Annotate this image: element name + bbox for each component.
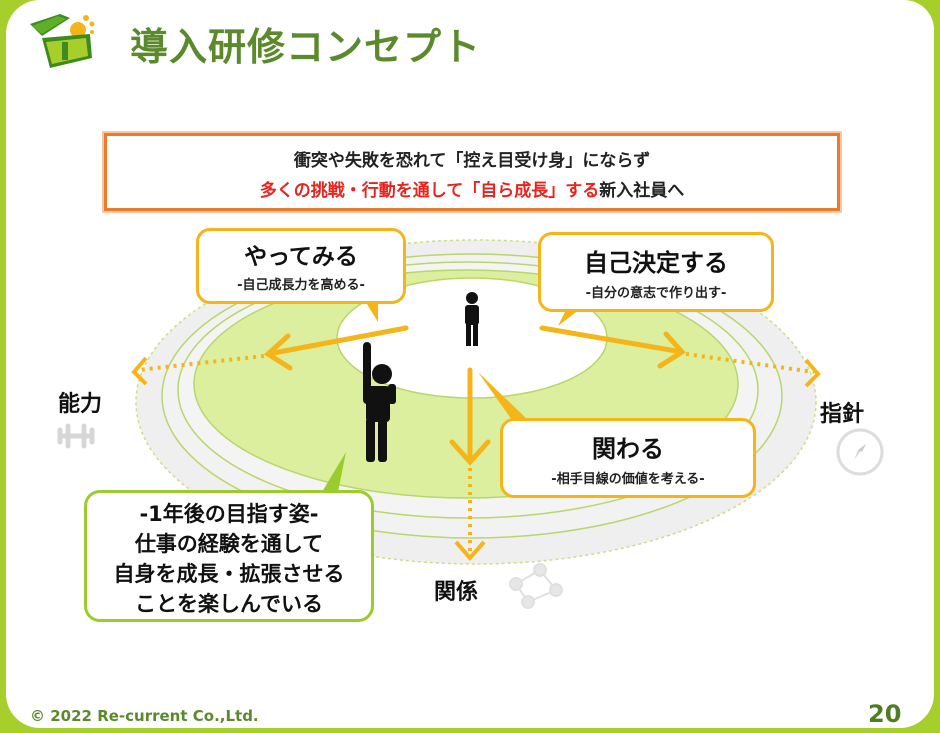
bubble-decide: 自己決定する -自分の意志で作り出す- — [538, 232, 774, 312]
bubble-relate: 関わる -相手目線の価値を考える- — [500, 418, 756, 498]
bubble-decide-heading: 自己決定する — [584, 249, 728, 277]
banner-line-1: 衝突や失敗を恐れて「控え目受け身」にならず — [293, 151, 651, 171]
goal-line-4: ことを楽しんでいる — [135, 592, 323, 616]
bubble-try-heading: やってみる — [244, 244, 358, 270]
axis-label-guideline: 指針 — [820, 402, 865, 427]
bubble-relate-heading: 関わる — [592, 435, 664, 463]
bubble-try: やってみる -自己成長力を高める- — [196, 228, 406, 304]
bubble-try-sub: -自己成長力を高める- — [237, 278, 365, 293]
bubble-relate-sub: -相手目線の価値を考える- — [551, 472, 705, 487]
page-number: 20 — [868, 700, 902, 728]
arrow-right — [539, 325, 686, 369]
arrow-left-tip — [131, 356, 148, 386]
goal-line-3: 自身を成長・拡張させる — [113, 562, 345, 586]
compass-icon — [836, 428, 884, 476]
bubble-decide-sub: -自分の意志で作り出す- — [585, 286, 727, 301]
person-raising-hand-icon — [363, 342, 396, 462]
concept-banner: 衝突や失敗を恐れて「控え目受け身」にならず 多くの挑戦・行動を通して「自ら成長」… — [104, 133, 840, 211]
banner-line-2-tail: 新入社員へ — [599, 181, 685, 201]
goal-box: -1年後の目指す姿- 仕事の経験を通して 自身を成長・拡張させる ことを楽しんで… — [84, 490, 374, 622]
network-icon — [509, 563, 563, 609]
bubble-relate-tail — [478, 372, 528, 420]
arrow-down-tip — [454, 540, 486, 562]
treasure-chest-icon — [30, 14, 95, 68]
person-small-icon — [465, 292, 479, 346]
banner-emphasis: 多くの挑戦・行動を通して「自ら成長」する — [259, 181, 600, 201]
dumbbell-icon — [57, 423, 95, 449]
arrow-right-dotted — [685, 352, 815, 374]
axis-label-ability: 能力 — [58, 392, 103, 417]
axis-label-relation: 関係 — [434, 580, 479, 605]
arrow-left — [263, 325, 409, 371]
banner-line-2: 多くの挑戦・行動を通して「自ら成長」する新入社員へ — [107, 176, 837, 201]
arrow-left-dotted — [137, 354, 265, 372]
slide: 導入研修コンセプト 衝突や失敗を恐れて「控え目受け身」にならず 多くの挑戦・行動… — [6, 0, 934, 728]
goal-tail — [322, 452, 346, 492]
slide-title: 導入研修コンセプト — [130, 25, 482, 69]
arrow-down — [449, 367, 491, 466]
goal-line-1: -1年後の目指す姿- — [139, 502, 319, 526]
arrow-right-tip — [804, 358, 821, 388]
goal-line-2: 仕事の経験を通して — [134, 532, 324, 556]
copyright: © 2022 Re-current Co.,Ltd. — [30, 707, 259, 725]
